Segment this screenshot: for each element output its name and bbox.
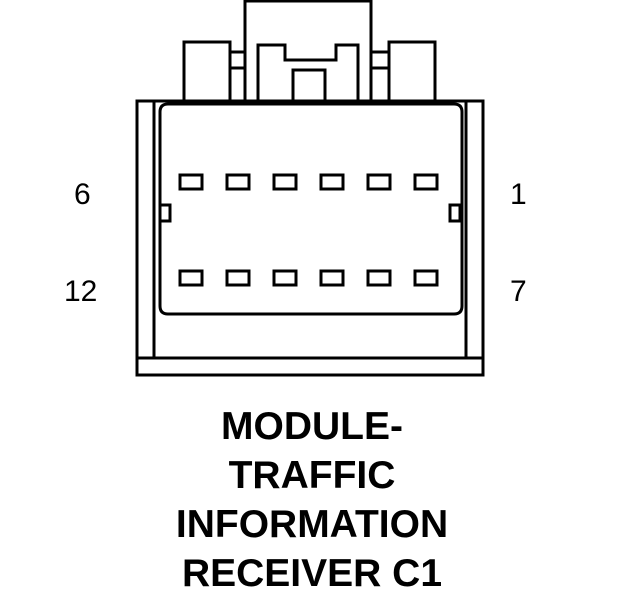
pin-label-12: 12 [64, 275, 98, 308]
pin-label-1: 1 [510, 178, 527, 211]
pin-label-6: 6 [74, 178, 91, 211]
terminal-cavity-4 [272, 173, 298, 191]
connector-drawing [135, 0, 485, 377]
cavity-housing [158, 102, 464, 316]
connector-body [135, 99, 485, 377]
terminal-cavity-7 [413, 269, 439, 287]
terminal-cavity-6 [178, 173, 204, 191]
terminal-cavity-5 [225, 173, 251, 191]
terminal-cavity-11 [225, 269, 251, 287]
terminal-cavity-10 [272, 269, 298, 287]
terminal-cavity-2 [366, 173, 392, 191]
connector-latch [182, 0, 437, 104]
connector-caption: MODULE- TRAFFIC INFORMATION RECEIVER C1 [0, 402, 624, 598]
caption-line-4: RECEIVER C1 [181, 552, 443, 595]
pin-label-7: 7 [510, 275, 527, 308]
terminal-cavity-1 [413, 173, 439, 191]
terminal-cavity-8 [366, 269, 392, 287]
caption-line-1: MODULE- [221, 405, 403, 448]
terminal-cavity-9 [319, 269, 345, 287]
caption-line-2: TRAFFIC [228, 454, 396, 497]
terminal-cavities [178, 173, 439, 287]
caption-line-3: INFORMATION [175, 503, 449, 546]
terminal-cavity-12 [178, 269, 204, 287]
terminal-cavity-3 [319, 173, 345, 191]
